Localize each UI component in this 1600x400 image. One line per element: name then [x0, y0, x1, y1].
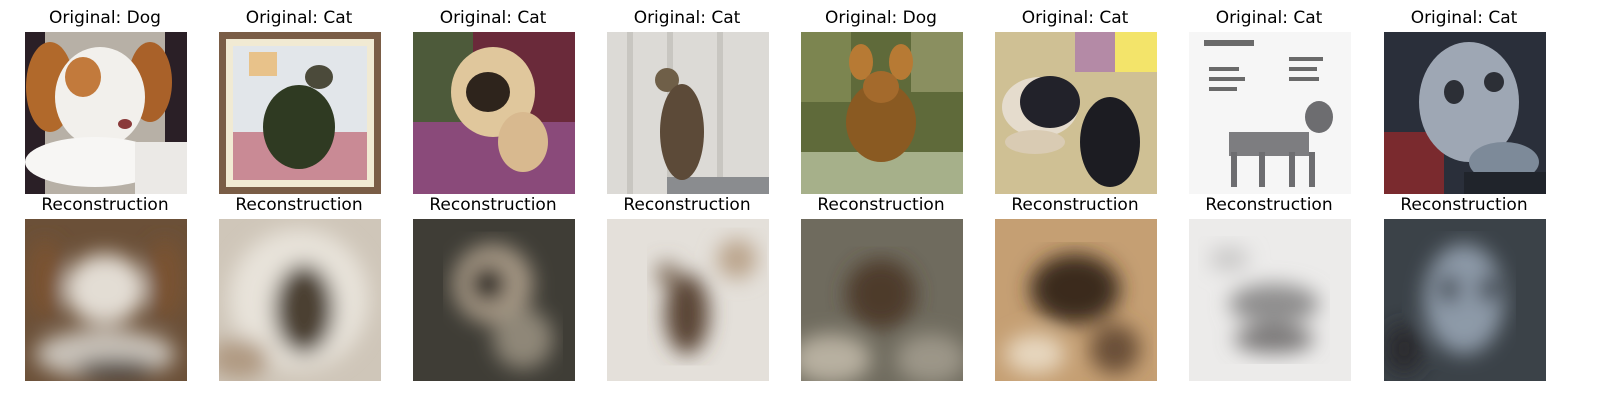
original-title-3: Original: Cat — [439, 8, 547, 28]
original-image-5 — [801, 32, 963, 194]
reconstruction-image-2 — [219, 219, 381, 381]
original-title-6: Original: Cat — [1021, 8, 1129, 28]
original-image-8 — [1384, 32, 1546, 194]
reconstruction-image-5 — [801, 219, 963, 381]
reconstruction-image-8 — [1384, 219, 1546, 381]
reconstruction-image-7 — [1189, 219, 1351, 381]
original-image-3 — [413, 32, 575, 194]
original-image-4 — [607, 32, 769, 194]
reconstruction-image-4 — [607, 219, 769, 381]
original-title-5: Original: Dog — [825, 8, 937, 28]
reconstruction-title-6: Reconstruction — [1011, 195, 1139, 215]
original-title-8: Original: Cat — [1410, 8, 1518, 28]
reconstruction-image-6 — [995, 219, 1157, 381]
original-image-7 — [1189, 32, 1351, 194]
reconstruction-image-3 — [413, 219, 575, 381]
reconstruction-title-7: Reconstruction — [1205, 195, 1333, 215]
original-title-4: Original: Cat — [633, 8, 741, 28]
reconstruction-title-5: Reconstruction — [817, 195, 945, 215]
reconstruction-title-8: Reconstruction — [1400, 195, 1528, 215]
original-title-2: Original: Cat — [245, 8, 353, 28]
original-image-1 — [25, 32, 187, 194]
reconstruction-title-2: Reconstruction — [235, 195, 363, 215]
original-title-1: Original: Dog — [49, 8, 161, 28]
reconstruction-title-4: Reconstruction — [623, 195, 751, 215]
reconstruction-title-1: Reconstruction — [41, 195, 169, 215]
reconstruction-title-3: Reconstruction — [429, 195, 557, 215]
original-image-6 — [995, 32, 1157, 194]
original-image-2 — [219, 32, 381, 194]
original-title-7: Original: Cat — [1215, 8, 1323, 28]
reconstruction-image-1 — [25, 219, 187, 381]
